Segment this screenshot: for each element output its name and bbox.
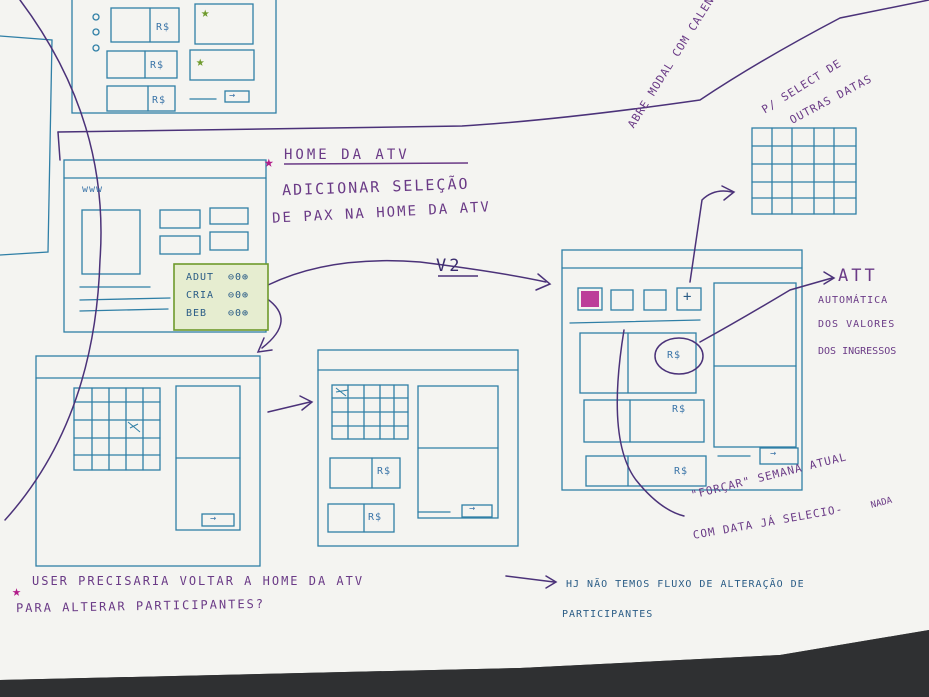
plus-to-modal-arrowhead xyxy=(721,185,736,201)
question-to-answer-arrow xyxy=(505,575,555,583)
top-screen-sketch xyxy=(71,0,277,114)
next-arrow-label: → xyxy=(770,448,778,459)
pax-baby-counter: ⊖0⊕ xyxy=(228,308,250,319)
pax-adult-counter: ⊖0⊕ xyxy=(228,272,250,283)
currency-label: R$ xyxy=(667,350,682,361)
v2-screen-wireframe xyxy=(561,249,803,491)
plus-icon: + xyxy=(683,289,693,305)
answer-line1: HJ NÃO TEMOS FLUXO DE ALTERAÇÃO DE xyxy=(566,579,805,590)
currency-label: R$ xyxy=(674,466,689,477)
calendar-to-selected-arrow xyxy=(267,401,311,413)
home-to-v2-arrowhead xyxy=(535,273,552,291)
currency-label: R$ xyxy=(368,512,383,523)
star-icon: ★ xyxy=(201,5,211,21)
price-highlight-circle xyxy=(654,337,704,375)
currency-label: R$ xyxy=(672,404,687,415)
star-icon: ★ xyxy=(196,54,206,70)
price-to-att-arrowhead xyxy=(823,271,836,285)
pax-baby-label: BEB xyxy=(186,308,208,319)
home-to-v2-arrow xyxy=(267,259,547,286)
question-line1: USER PRECISARIA VOLTAR A HOME DA ATV xyxy=(32,574,365,588)
force-week-arrow xyxy=(616,329,685,517)
question-to-answer-arrowhead xyxy=(545,575,558,589)
home-to-calendar-arrowhead xyxy=(256,337,273,353)
calendar-to-selected-arrowhead xyxy=(299,395,314,411)
star-icon: ★ xyxy=(12,582,23,600)
home-title-note: HOME DA ATV xyxy=(284,147,410,163)
selected-day-fill xyxy=(581,291,599,307)
currency-label: R$ xyxy=(150,60,165,71)
selected-date-screen-wireframe xyxy=(317,349,519,547)
currency-label: R$ xyxy=(377,466,392,477)
currency-label: R$ xyxy=(152,95,167,106)
calendar-screen-wireframe xyxy=(35,355,261,567)
left-edge-frame xyxy=(0,35,53,256)
next-arrow-label: → xyxy=(229,90,237,101)
pax-adult-label: ADUT xyxy=(186,272,215,283)
price-to-att-arrow xyxy=(699,277,833,343)
next-arrow-label: → xyxy=(469,503,477,514)
home-to-calendar-arrow xyxy=(261,297,282,349)
shadow-edge xyxy=(0,630,929,697)
section-frame xyxy=(57,0,929,133)
plus-to-modal-arrow xyxy=(689,190,733,283)
pax-child-counter: ⊖0⊕ xyxy=(228,290,250,301)
star-icon: ★ xyxy=(264,152,275,171)
att-line2: DOS VALORES xyxy=(818,319,896,330)
modal-calendar-wireframe xyxy=(751,127,857,215)
att-title: ATT xyxy=(838,266,878,286)
next-arrow-label: → xyxy=(210,513,218,524)
att-line1: AUTOMÁTICA xyxy=(818,295,889,306)
version-label: V2 xyxy=(436,256,463,276)
att-line3: DOS INGRESSOS xyxy=(818,346,897,357)
frame-left-edge xyxy=(57,131,61,161)
pax-child-label: CRIA xyxy=(186,290,215,301)
answer-line2: PARTICIPANTES xyxy=(562,609,654,620)
pax-selector-highlight xyxy=(173,263,269,331)
paper-sheet xyxy=(0,0,929,680)
title-scribble: www xyxy=(82,184,104,195)
currency-label: R$ xyxy=(156,22,171,33)
diagonal-line xyxy=(4,0,102,521)
